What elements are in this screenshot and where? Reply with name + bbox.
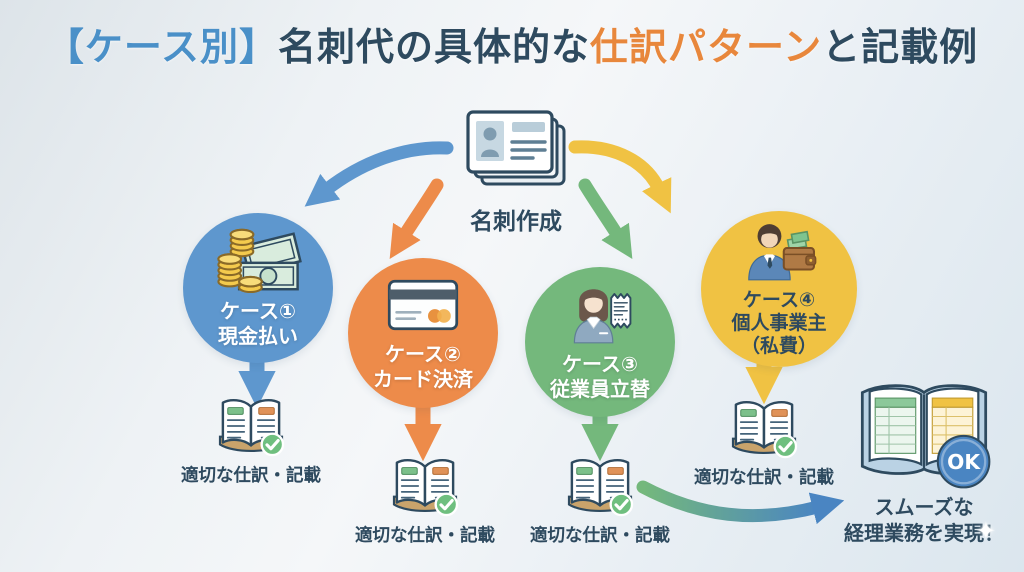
- sparkle-icon: ✦: [975, 517, 996, 545]
- arrow-card-to-case4: [568, 140, 672, 214]
- outcome-2-label: 適切な仕訳・記載: [355, 526, 495, 546]
- business-card-label: 名刺作成: [470, 209, 562, 235]
- title-prefix: 【ケース別】: [45, 25, 278, 69]
- outcome-3-label: 適切な仕訳・記載: [530, 526, 670, 546]
- outcome-2: 適切な仕訳・記載: [335, 454, 515, 547]
- business-card-icon: [466, 110, 566, 186]
- outcome-1-label: 適切な仕訳・記載: [181, 466, 321, 486]
- arrow-card-to-case3: [578, 178, 633, 259]
- ledger-check-icon: [218, 398, 285, 457]
- outcome-3: 適切な仕訳・記載: [510, 454, 690, 547]
- case-4-label: ケース④ 個人事業主 （私費）: [731, 288, 827, 357]
- cash-icon: [217, 228, 302, 293]
- page-title: 【ケース別】名刺代の具体的な仕訳パターンと記載例: [0, 25, 1024, 70]
- case-2-label: ケース② カード決済: [373, 342, 473, 391]
- result-node: OK スムーズな 経理業務を実現！ ✦: [828, 376, 1020, 546]
- case-1-label: ケース① 現金払い: [218, 299, 298, 348]
- outcome-4: 適切な仕訳・記載: [674, 396, 854, 489]
- employee-receipt-icon: [573, 289, 632, 344]
- case-circle-1: ケース① 現金払い: [183, 213, 333, 363]
- case-circle-2: ケース② カード決済: [348, 258, 498, 408]
- ledger-check-icon: [731, 400, 798, 459]
- credit-card-icon: [387, 279, 459, 331]
- outcome-1: 適切な仕訳・記載: [161, 394, 341, 487]
- title-main: 名刺代の具体的な: [277, 25, 590, 69]
- owner-wallet-icon: [748, 223, 817, 280]
- ledger-check-icon: [392, 458, 459, 517]
- ledger-ok-icon: OK: [860, 384, 991, 489]
- title-highlight: 仕訳パターン: [590, 25, 823, 69]
- result-label: スムーズな 経理業務を実現！ ✦: [844, 495, 1004, 545]
- arrow-card-to-case2: [389, 178, 444, 259]
- title-suffix: と記載例: [822, 25, 979, 69]
- case-circle-4: ケース④ 個人事業主 （私費）: [701, 211, 857, 367]
- case-circle-3: ケース③ 従業員立替: [525, 267, 675, 417]
- business-card-node: 名刺作成: [448, 110, 584, 236]
- case-3-label: ケース③ 従業員立替: [550, 352, 650, 401]
- ok-badge: OK: [947, 450, 981, 474]
- ledger-check-icon: [567, 458, 634, 517]
- outcome-4-label: 適切な仕訳・記載: [694, 468, 834, 488]
- arrow-card-to-case1: [304, 141, 454, 207]
